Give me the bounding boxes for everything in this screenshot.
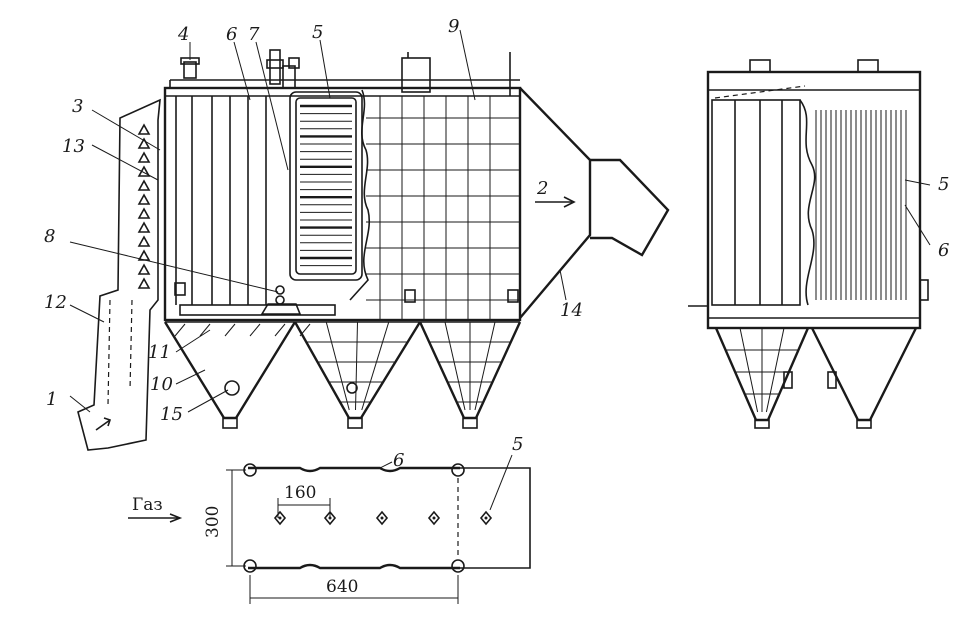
callout-9: 9: [448, 16, 459, 37]
callout-1: 1: [46, 389, 57, 410]
callout-6: 6: [226, 24, 237, 45]
callout-15: 15: [160, 404, 183, 425]
callout-5: 5: [312, 22, 323, 43]
callout-2: 2: [536, 178, 548, 199]
triangle-mark: [137, 277, 151, 289]
side-view: [688, 59, 929, 429]
triangle-mark: [137, 151, 151, 163]
dimension-height: 300: [203, 506, 223, 538]
rapping-mechanism: [174, 282, 519, 315]
hoppers: [163, 321, 522, 429]
callout-10: 10: [150, 374, 173, 395]
triangle-mark: [137, 123, 151, 135]
callout-3: 3: [72, 96, 83, 117]
callout-side-6: 6: [938, 240, 949, 261]
dimension-pitch: 160: [284, 483, 316, 503]
triangle-mark: [137, 137, 151, 149]
dimension-labels: 160 300 640 Газ: [132, 483, 358, 597]
callout-labels: 1 2 3 4 5 6 7 8 9 10 11 12 13 14 15 5 6 …: [44, 16, 949, 471]
inlet-duct: [77, 98, 161, 451]
outlet-diffuser: [519, 87, 670, 319]
callout-8: 8: [44, 226, 55, 247]
distribution-grid-triangles: [137, 123, 151, 289]
main-view: [77, 49, 670, 451]
callout-side-5: 5: [938, 174, 949, 195]
triangle-mark: [137, 193, 151, 205]
gas-label: Газ: [132, 495, 163, 515]
triangle-mark: [137, 235, 151, 247]
callout-detail-6: 6: [393, 450, 404, 471]
triangle-mark: [137, 221, 151, 233]
callout-7: 7: [248, 24, 260, 45]
callout-13: 13: [62, 136, 85, 157]
dimension-length: 640: [326, 577, 358, 597]
precipitator-housing: [163, 52, 522, 323]
plate-section-detail: [128, 463, 531, 604]
callout-12: 12: [44, 292, 67, 313]
discharge-electrode-frame: [289, 91, 363, 281]
leader-lines: [69, 29, 931, 511]
callout-detail-5: 5: [512, 434, 523, 455]
insulators: [180, 49, 300, 89]
callout-14: 14: [560, 300, 583, 321]
triangle-mark: [137, 263, 151, 275]
triangle-mark: [137, 207, 151, 219]
callout-4: 4: [177, 24, 189, 45]
callout-11: 11: [148, 342, 171, 363]
triangle-mark: [137, 179, 151, 191]
